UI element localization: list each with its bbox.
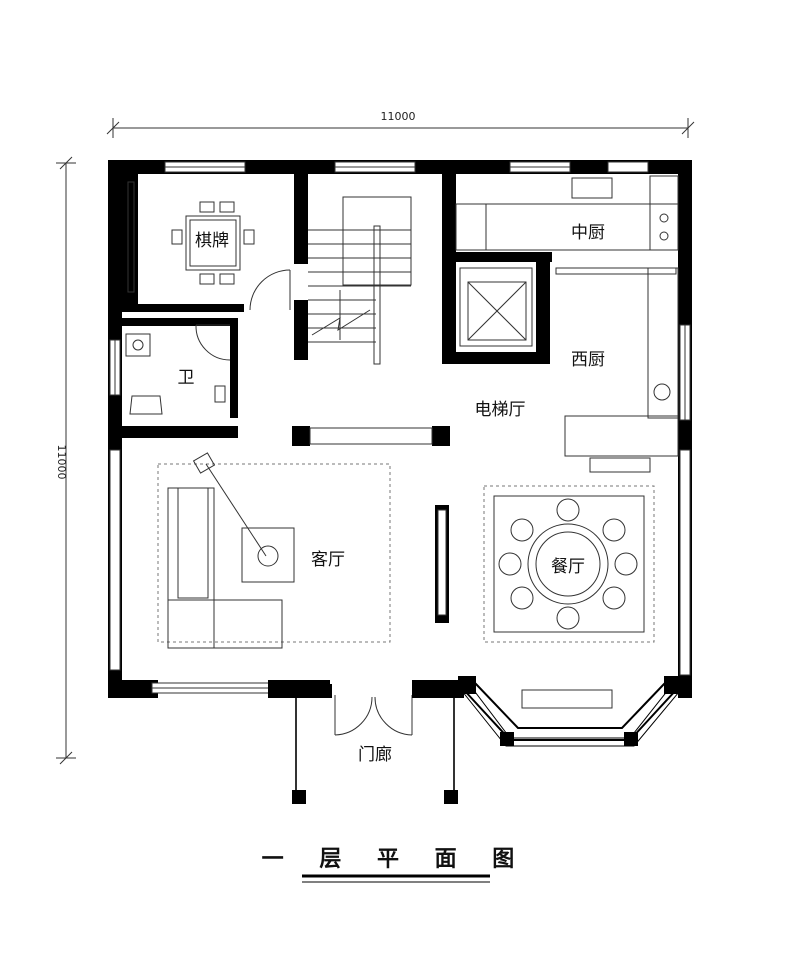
staircase — [308, 196, 412, 365]
room-label-chess: 棋牌 — [195, 231, 229, 251]
room-label-chinese-kitchen: 中厨 — [571, 223, 605, 243]
elevator — [459, 267, 533, 347]
interior-walls — [108, 174, 552, 623]
room-label-living-room: 客厅 — [311, 550, 345, 570]
chinese-kitchen-counter — [455, 175, 679, 251]
dimension-top-label: 11000 — [381, 110, 416, 123]
dining-table — [483, 485, 655, 643]
sofa-set — [157, 452, 391, 649]
room-label-porch: 门廊 — [358, 745, 392, 765]
room-label-bathroom: 卫 — [178, 368, 195, 388]
bathroom-fixtures — [125, 333, 226, 415]
doors — [195, 269, 413, 736]
room-label-elevator-hall: 电梯厅 — [475, 400, 526, 420]
western-kitchen-counter — [555, 267, 679, 473]
drawing-title: 一 层 平 面 图 — [262, 847, 529, 883]
mahjong-table — [127, 181, 255, 293]
dimension-left: 11000 — [55, 156, 76, 765]
room-label-dining-room: 餐厅 — [551, 557, 585, 577]
bay-window — [457, 676, 685, 747]
dimension-top: 11000 — [106, 110, 695, 138]
porch-structure — [292, 684, 458, 804]
dimension-left-label: 11000 — [55, 445, 68, 480]
room-label-western-kitchen: 西厨 — [571, 350, 605, 370]
drawing-title-text: 一 层 平 面 图 — [262, 847, 529, 872]
